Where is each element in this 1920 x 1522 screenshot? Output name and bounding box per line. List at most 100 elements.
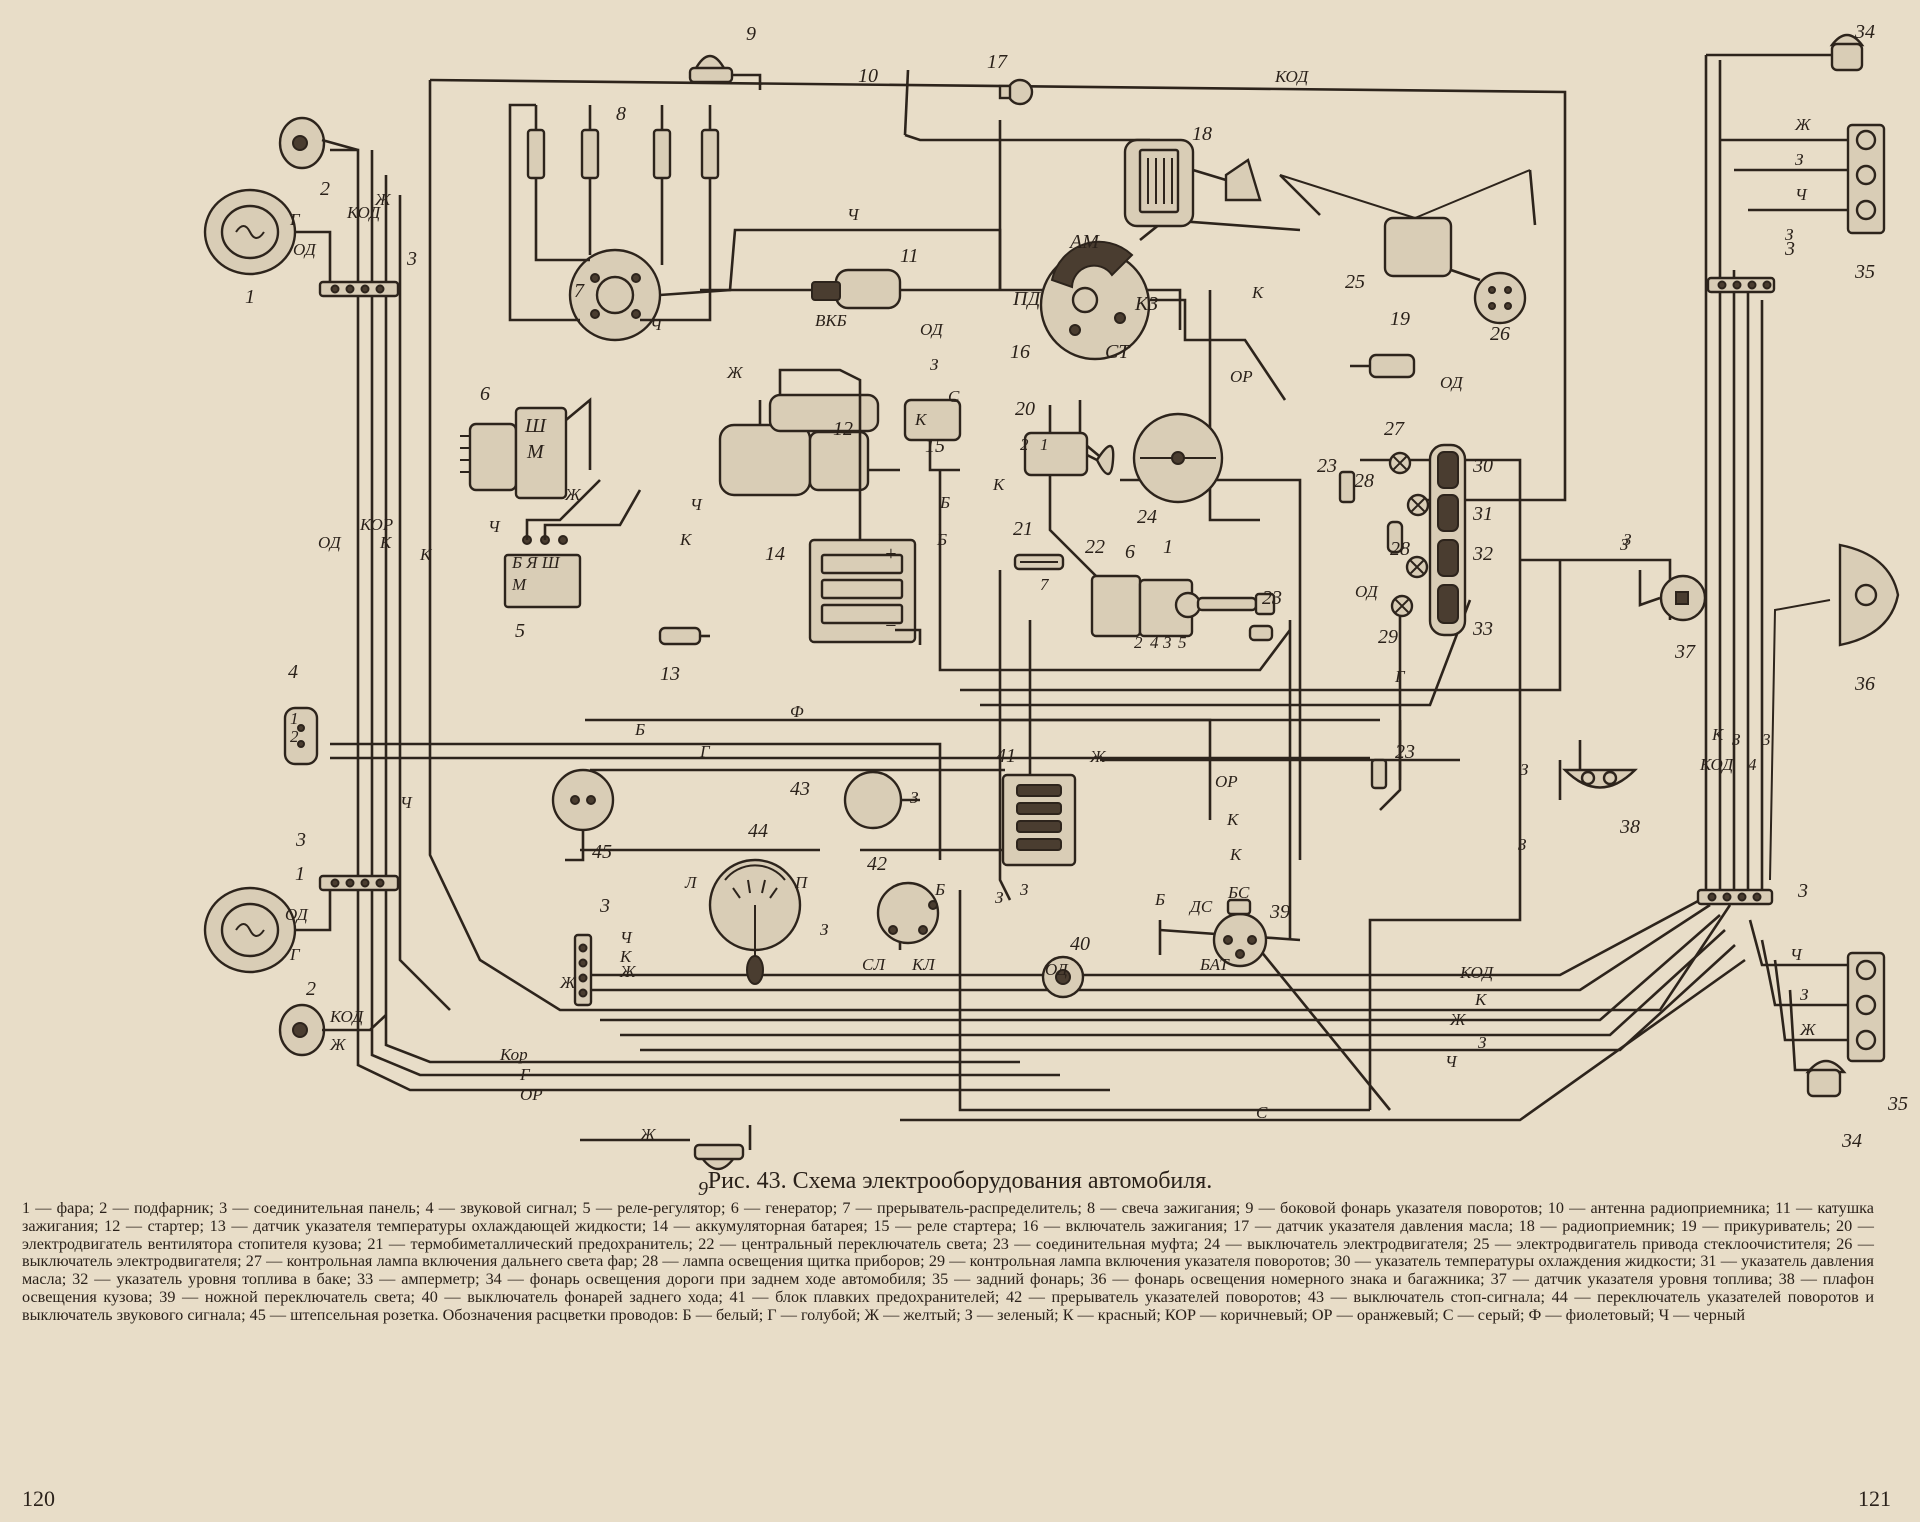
- wire-g-bottom: Г: [519, 1065, 531, 1084]
- term-minus: −: [884, 615, 898, 637]
- label-17: 17: [987, 51, 1008, 73]
- label-20: 20: [1015, 398, 1035, 420]
- label-27: 27: [1384, 418, 1405, 440]
- wire-or-mid: ОР: [1215, 772, 1238, 791]
- label-44: 44: [748, 820, 768, 842]
- generator-6: [460, 397, 592, 500]
- reverse-lamp-34-top: [1829, 33, 1865, 72]
- coupling-23-b: [1248, 624, 1274, 642]
- label-3-mid: 3: [599, 895, 610, 917]
- term-b42: Б: [934, 880, 945, 899]
- label-31: 31: [1472, 503, 1493, 525]
- wire-z-37: З: [1623, 530, 1632, 549]
- component-labels: 1 2 3 4 5 6 7 8 9 10 11 12 13 14 15 16 1…: [245, 21, 1908, 1200]
- label-45: 45: [592, 841, 612, 863]
- label-5: 5: [515, 620, 525, 642]
- term-bya: Б Я Ш: [511, 553, 561, 572]
- fuse-block-41: [1001, 773, 1077, 867]
- starter-relay-15: [903, 398, 962, 472]
- label-29: 29: [1378, 626, 1398, 648]
- label-35-top: 35: [1854, 261, 1875, 283]
- label-39: 39: [1269, 901, 1290, 923]
- connector-panel-3-top: [318, 280, 400, 298]
- temp-sensor-13: [658, 626, 710, 646]
- term-20-2: 2: [1020, 435, 1029, 454]
- plate-lamp-36: [1838, 543, 1900, 647]
- reverse-lamp-34-bottom: [1805, 1059, 1847, 1098]
- wire-kod-top: КОД: [1274, 67, 1309, 86]
- wire-od-top: ОД: [920, 320, 944, 339]
- label-7: 7: [574, 280, 585, 302]
- label-13: 13: [660, 663, 680, 685]
- label-18: 18: [1192, 123, 1212, 145]
- term-bs: БС: [1227, 883, 1250, 902]
- tail-lamp-35-top: [1846, 123, 1886, 235]
- term-22-4: 4: [1150, 633, 1159, 652]
- wire-zh-bottom: Ж: [639, 1125, 657, 1144]
- legend-text: 1 — фара; 2 — подфарник; 3 — соединитель…: [22, 1199, 1874, 1324]
- wire-or-a: ОР: [1230, 367, 1253, 386]
- label-23-a: 23: [1317, 455, 1337, 477]
- wiper-motor-25: [1279, 169, 1537, 278]
- wire-k-left: К: [379, 533, 393, 552]
- term-st: СТ: [1105, 341, 1131, 363]
- coupling-23-c: [1370, 758, 1388, 790]
- wire-g-lw: Г: [289, 945, 301, 964]
- page-number-left: 120: [22, 1486, 55, 1511]
- wire-kod-lw: КОД: [329, 1007, 364, 1026]
- heater-motor-20: [1023, 431, 1115, 477]
- wire-z-38: З: [1520, 760, 1529, 779]
- term-22-5: 5: [1178, 633, 1187, 652]
- term-bat: БАТ: [1199, 955, 1230, 974]
- wire-k-b2: К: [992, 475, 1006, 494]
- term-kl: КЛ: [911, 955, 936, 974]
- term-4-2: 2: [290, 727, 299, 746]
- wire-zh-b: Ж: [564, 485, 582, 504]
- ignition-coil-11: [700, 268, 902, 310]
- wire-g-l1: Г: [289, 210, 301, 229]
- wire-ch-3: Ч: [620, 928, 633, 947]
- wire-od-left: ОД: [318, 533, 342, 552]
- label-40: 40: [1070, 933, 1090, 955]
- connector-panel-3-right-bottom: [1696, 888, 1774, 906]
- wire-zh-c: Ж: [1089, 747, 1107, 766]
- wire-z-rt1: З: [1795, 150, 1804, 169]
- antenna-10: [903, 69, 1150, 142]
- label-34-top: 34: [1854, 21, 1875, 43]
- label-2-bottom: 2: [306, 978, 316, 1000]
- wire-kor-bottom: Кор: [499, 1045, 528, 1064]
- label-34-bottom: 34: [1841, 1130, 1862, 1152]
- label-37: 37: [1674, 641, 1696, 663]
- wire-b-c: Б: [634, 720, 645, 739]
- connector-panel-3-left: [318, 874, 400, 892]
- turn-flasher-42: [876, 881, 940, 945]
- wire-z-42: З: [995, 888, 1004, 907]
- label-38: 38: [1619, 816, 1640, 838]
- wire-zh-lw: Ж: [329, 1035, 347, 1054]
- wire-zh-3: Ж: [559, 973, 577, 992]
- label-3-top: 3: [406, 248, 417, 270]
- label-2-top: 2: [320, 178, 330, 200]
- wire-f-mid: Ф: [790, 702, 804, 721]
- distributor-7: [568, 228, 1002, 342]
- wire-z-r: З: [1620, 535, 1629, 554]
- tail-lamp-35-bottom: [1846, 951, 1886, 1063]
- wire-k-39: К: [1229, 845, 1243, 864]
- wire-ch-lw: Ч: [400, 793, 413, 812]
- wire-z-38b: З: [1518, 835, 1527, 854]
- battery-14: [808, 538, 922, 645]
- radio-18: [1123, 138, 1262, 228]
- label-33: 33: [1472, 618, 1493, 640]
- wire-color-labels: КОД ОД ОР ОД К Ч Ч Ж З КОД Ж Г ОД ОД К ОР…: [285, 67, 1817, 1144]
- wire-k-3: К: [619, 947, 633, 966]
- wire-z-a: З: [930, 355, 939, 374]
- wire-ch-a: Ч: [847, 205, 860, 224]
- wire-z-rt2: З: [1785, 225, 1794, 244]
- label-21: 21: [1013, 518, 1033, 540]
- wire-kod-b: КОД: [1459, 963, 1494, 982]
- wire-zh-3b: Ж: [619, 962, 637, 981]
- wire-k-mid: К: [1226, 810, 1240, 829]
- wire-od-r: ОД: [1440, 373, 1464, 392]
- label-22: 22: [1085, 536, 1105, 558]
- wire-od-l1: ОД: [293, 240, 317, 259]
